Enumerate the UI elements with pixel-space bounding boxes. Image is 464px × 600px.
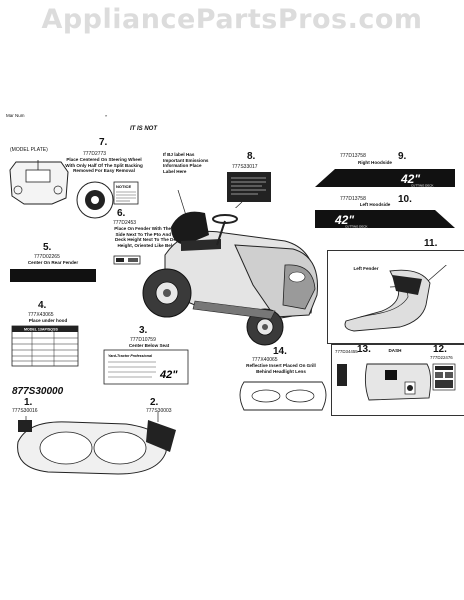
decal-3-brand: Yard-Tractor Professional (108, 354, 153, 358)
callout-10-number: 10. (398, 194, 412, 205)
left-hood-size: 42" (334, 213, 354, 227)
callout-3-decal: Yard-Tractor Professional 42" (103, 349, 189, 385)
model-table-header: MODEL 13AP/SQSS (24, 328, 58, 332)
callout-6-decal (113, 255, 141, 265)
callout-13-number: 13. (357, 344, 371, 355)
callout-6-part: 777D2453 (113, 220, 137, 226)
callout-8-number: 8. (247, 151, 256, 162)
callout-14-part: 777X40065 (252, 357, 278, 363)
callout-1-number: 1. (24, 397, 33, 408)
callout-6-desc: Place On Fender With The PTO Side Next T… (114, 226, 182, 248)
callout-8-decal (227, 172, 271, 208)
model-plate-label: (MODEL PLATE) (10, 147, 48, 153)
right-hood-cut: CUTTING DECK (411, 184, 434, 188)
callout-14-desc: Reflective Insert Placed On Grill Behind… (246, 363, 316, 374)
callout-3-number: 3. (139, 325, 148, 336)
callout-13-desc: DASH (388, 348, 402, 353)
right-hoodside-decal: 42" CUTTING DECK (315, 169, 455, 188)
callout-5-desc: Center On Rear Fender (27, 260, 79, 265)
left-hoodside-decal: 42" CUTTING DECK (315, 210, 455, 229)
rear-fender-decal (10, 269, 96, 282)
callout-5-part: 777D02265 (34, 254, 60, 260)
callout-2-part: 777S30003 (146, 408, 172, 414)
callout-4-desc: Place under hood (28, 318, 68, 323)
right-hood-size: 42" (400, 172, 420, 186)
model-table-decal: MODEL 13AP/SQSS (11, 325, 79, 367)
bj-label-note: If BJ label Has Important Emissions Info… (163, 152, 209, 174)
riding-mower-illustration (142, 211, 318, 346)
callout-5-number: 5. (43, 242, 52, 253)
top-left-note: Mar Num (6, 113, 25, 118)
left-hood-cut: CUTTING DECK (345, 225, 368, 229)
callout-9-desc: Right Hoodside (358, 160, 392, 165)
callout-12-number: 12. (433, 344, 447, 355)
series-label: 877S30000 (12, 386, 64, 397)
left-fender-drawing (344, 265, 447, 332)
callout-10-desc: Left Hoodside (359, 202, 391, 207)
reflective-insert-drawing (239, 381, 327, 411)
model-plate-drawing (9, 160, 69, 205)
top-note: IT IS NOT (130, 126, 157, 132)
decal-3-size: 42" (159, 369, 178, 381)
callout-6-number: 6. (117, 208, 126, 219)
callout-8-part: 777S33017 (232, 164, 258, 170)
notice-text: NOTICE (116, 184, 131, 189)
callout-1-part: 777S30016 (12, 408, 38, 414)
callout-9-number: 9. (398, 151, 407, 162)
callout-4-part: 777X43065 (28, 312, 54, 318)
callout-10-part: 777D13758 (340, 196, 366, 202)
watermark: AppliancePartsPros.com (41, 4, 423, 35)
callout-13-part: 777D34455 (335, 349, 358, 354)
callout-3-desc: Center Below Seat (128, 343, 170, 348)
callout-2-number: 2. (150, 397, 159, 408)
callout-4-number: 4. (38, 300, 47, 311)
callout-14-number: 14. (273, 346, 287, 357)
callout-7-part: 777D2773 (83, 151, 107, 157)
callout-12-part: 777D22476 (430, 355, 453, 360)
callout-11-number: 11. (424, 238, 438, 249)
steering-wheel-decal: NOTICE (76, 181, 139, 219)
callout-9-part: 777D13758 (340, 153, 366, 159)
dash-drawing (337, 363, 456, 401)
mower-deck-drawing (17, 412, 176, 475)
callout-11-desc: Left Fender (353, 266, 379, 271)
callout-3-part: 777D10759 (130, 337, 156, 343)
callout-7-desc: Place Centered On Steering Wheel With On… (65, 157, 143, 174)
top-mid-mark: » (105, 113, 108, 118)
callout-7-number: 7. (99, 137, 108, 148)
